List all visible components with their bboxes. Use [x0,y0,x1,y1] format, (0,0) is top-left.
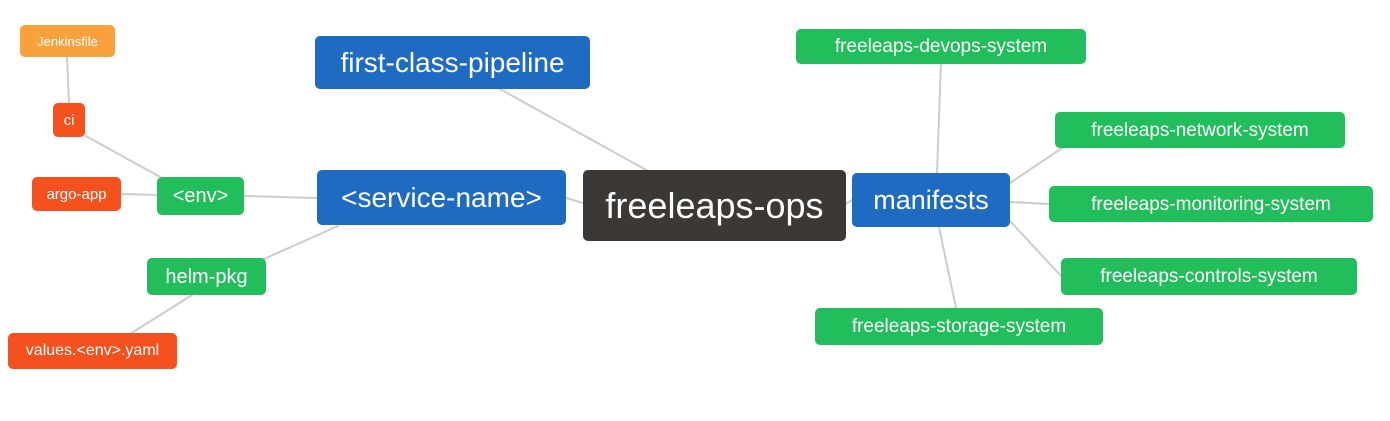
node-helm-pkg[interactable]: helm-pkg [147,258,266,295]
edge-helm-pkg-service-name [263,225,339,260]
edge-jenkinsfile-ci [66,56,70,104]
node-jenkinsfile[interactable]: Jenkinsfile [20,25,115,57]
edge-manifests-storage [938,226,957,309]
node-ci[interactable]: ci [53,103,85,137]
edge-manifests-controls [1009,220,1062,277]
node-service-name[interactable]: <service-name> [317,170,566,225]
node-first-class-pipeline[interactable]: first-class-pipeline [315,36,590,89]
node-freeleaps-ops[interactable]: freeleaps-ops [583,170,846,241]
edge-manifests-monitoring [1009,201,1050,205]
node-freeleaps-monitoring-system[interactable]: freeleaps-monitoring-system [1049,186,1373,222]
node-values-env-yaml[interactable]: values.<env>.yaml [8,333,177,369]
edge-pipeline-root [499,88,649,172]
node-manifests[interactable]: manifests [852,173,1010,227]
node-freeleaps-storage-system[interactable]: freeleaps-storage-system [815,308,1103,345]
node-freeleaps-devops-system[interactable]: freeleaps-devops-system [796,29,1086,64]
node-freeleaps-network-system[interactable]: freeleaps-network-system [1055,112,1345,148]
edge-manifests-network [1009,147,1063,184]
node-env[interactable]: <env> [157,177,244,215]
node-argo-app[interactable]: argo-app [32,177,121,211]
edge-values-helm-pkg [129,294,193,335]
edge-ci-env [83,134,163,179]
edge-service-name-root [565,197,584,204]
edge-manifests-devops [936,63,942,174]
edge-env-service-name [243,195,318,199]
node-freeleaps-controls-system[interactable]: freeleaps-controls-system [1061,258,1357,295]
edge-argo-app-env [120,193,158,196]
